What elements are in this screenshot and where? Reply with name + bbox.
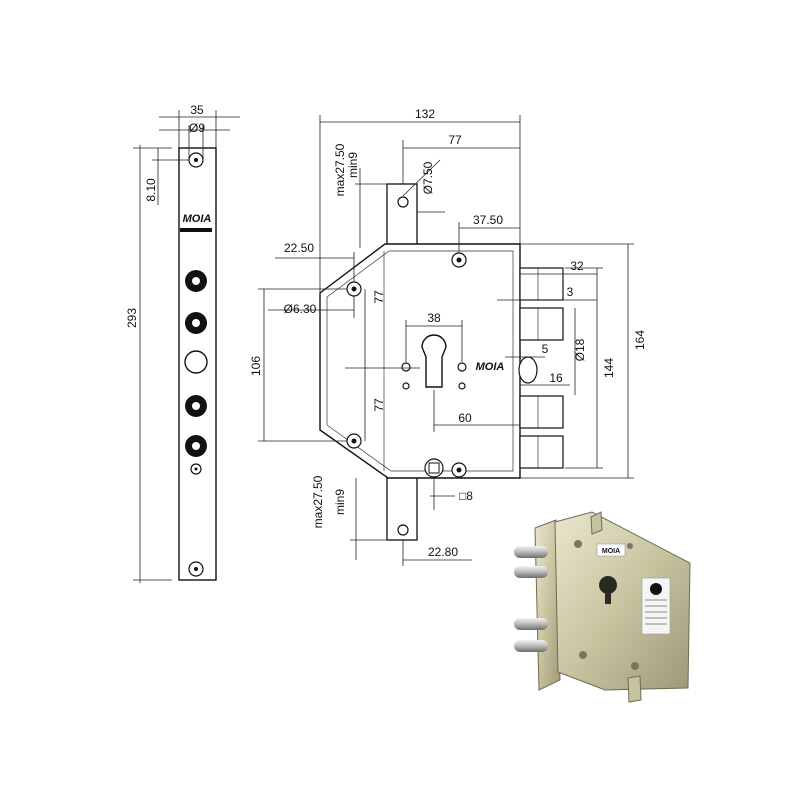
dim-cylinder-width: 38 [427,311,441,325]
dim-height-106: 106 [249,356,263,376]
dim-upper-77: 77 [372,290,386,304]
faceplate-length-label: 293 [125,308,139,328]
dim-bottom-strike-min: min9 [333,489,347,515]
dim-bolt-16: 16 [549,371,563,385]
dim-corner-offset: 22.50 [284,241,314,255]
photo-brand-label: MOIA [602,548,620,555]
dim-bolts-span: 144 [602,358,616,378]
bolt-3 [519,395,564,429]
dim-strike-hole: Ø7.50 [421,161,435,194]
bolt-1 [519,267,564,301]
faceplate-logo-underline [180,228,212,232]
cylinder-keyhole [421,334,447,388]
dim-backset: 77 [448,133,462,147]
dim-spindle: □8 [459,489,473,503]
bolt-4 [519,435,564,469]
dim-bolt-dia: Ø18 [573,338,587,361]
dim-bottom-strike-max: max27.50 [311,475,325,528]
dim-top-strike-max: max27.50 [333,143,347,196]
faceplate-bolt-lower-2 [185,435,207,457]
faceplate-hole-dia-label: Ø9 [189,121,205,135]
dim-latch-5: 5 [542,342,549,356]
faceplate-latch [184,350,208,374]
lockcase-view: MOIA 132 77 max27.50 min9 Ø7.50 [249,107,647,566]
faceplate-bolt-lower-1 [185,395,207,417]
latch-oval [518,356,538,384]
dim-bottom-offset: 22.80 [428,545,458,559]
lockcase-logo: MOIA [476,361,505,373]
bolt-2 [519,307,564,341]
faceplate-width-label: 35 [190,103,204,117]
faceplate-bolt-upper-2 [185,312,207,334]
faceplate-hole-offset-label: 8.10 [144,178,158,202]
product-photo: MOIA [514,511,691,703]
faceplate-bolt-upper-1 [185,270,207,292]
faceplate-view: 35 Ø9 293 8.10 MOIA [125,103,240,583]
photo-bolts [514,546,548,652]
dim-total-width: 132 [415,107,435,121]
top-strike-tab [386,183,418,249]
dim-top-strike-min: min9 [346,152,360,178]
dim-bolt-throw: 32 [570,259,584,273]
dim-side-hole: Ø6.30 [284,302,317,316]
dim-lower-77: 77 [372,398,386,412]
dim-bolt-offset: 37.50 [473,213,503,227]
dim-bolt-gap: 3 [567,285,574,299]
dim-cylinder-depth: 60 [458,411,472,425]
faceplate-logo: MOIA [183,213,212,225]
dim-total-height: 164 [633,330,647,350]
